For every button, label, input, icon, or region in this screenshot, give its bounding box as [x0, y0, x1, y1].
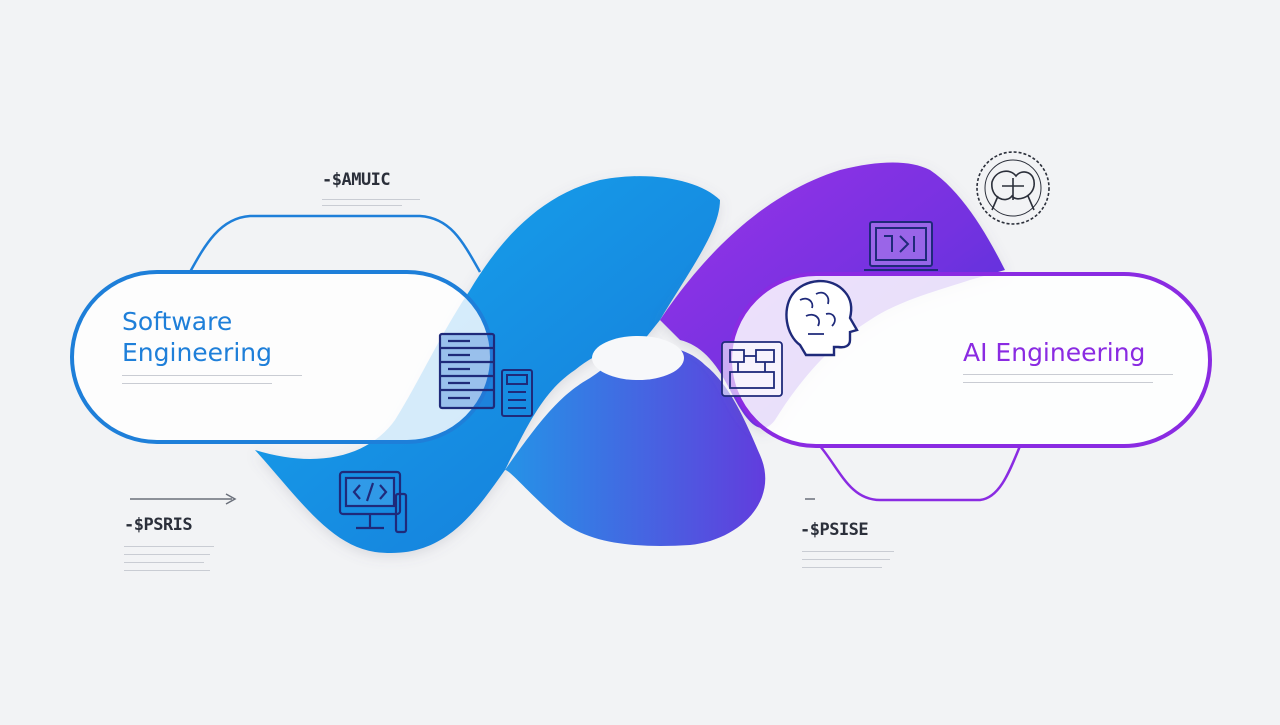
brain-circuit-icon: [976, 151, 1050, 225]
bottom-right-line-2: [802, 559, 890, 560]
purple-band: [505, 345, 766, 546]
bottom-left-line-2: [124, 554, 210, 555]
top-callout-line-1: [322, 199, 420, 200]
left-arrow-head: [225, 493, 237, 505]
software-title-line1: Software: [122, 307, 233, 336]
ai-engineering-title: AI Engineering: [963, 338, 1146, 367]
code-monitor-icon: [338, 470, 408, 534]
center-loop-hole: [592, 336, 684, 380]
server-rack-icon: [438, 332, 496, 410]
bottom-right-callout-label: -$PSISE: [800, 520, 869, 540]
bottom-right-line-1: [802, 551, 894, 552]
bottom-left-line-4: [124, 570, 210, 571]
ai-head-icon: [785, 279, 859, 357]
ai-text-line-2: [963, 382, 1153, 383]
top-callout-line-2: [322, 205, 402, 206]
bottom-left-callout-label: -$PSRIS: [124, 515, 193, 535]
bottom-left-line-1: [124, 546, 214, 547]
software-top-connector: [188, 214, 482, 273]
software-text-line-2: [122, 383, 272, 384]
ai-text-line-1: [963, 374, 1173, 375]
ai-laptop-icon: [864, 221, 938, 271]
circuit-board-icon: [721, 341, 783, 397]
software-text-line-1: [122, 375, 302, 376]
bottom-left-line-3: [124, 562, 204, 563]
calculator-icon: [501, 369, 533, 417]
bottom-right-line-3: [802, 567, 882, 568]
software-engineering-title: Software Engineering: [122, 306, 272, 368]
software-title-line2: Engineering: [122, 338, 272, 367]
ai-bottom-connector: [819, 445, 1022, 502]
software-capsule: [70, 270, 494, 444]
top-left-callout-label: -$AMUIC: [322, 170, 391, 190]
